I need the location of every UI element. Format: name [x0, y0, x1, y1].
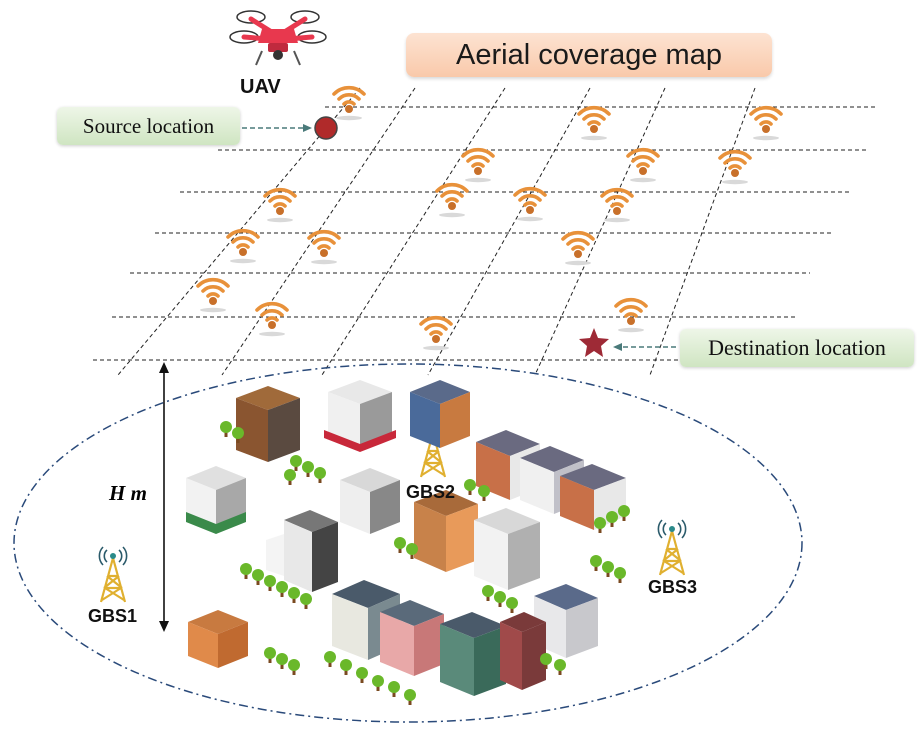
destination-location-label: Destination location	[680, 329, 914, 367]
wifi-icon	[614, 297, 648, 335]
source-arrow	[242, 124, 312, 132]
height-arrow	[159, 362, 169, 632]
destination-star-icon	[579, 328, 609, 357]
wifi-icon	[577, 105, 611, 142]
wifi-icon	[718, 149, 752, 186]
wifi-icon	[196, 277, 230, 315]
wifi-icon	[461, 147, 495, 184]
gbs3-tower-icon	[657, 518, 687, 577]
coverage-grid	[93, 87, 878, 376]
wifi-icons	[196, 85, 783, 353]
wifi-icon	[263, 187, 297, 224]
page-title: Aerial coverage map	[406, 33, 772, 77]
gbs1-label: GBS1	[88, 606, 138, 626]
gbs1-tower-icon	[98, 545, 128, 604]
wifi-icon	[226, 228, 260, 266]
wifi-icon	[307, 229, 341, 267]
uav-label: UAV	[240, 76, 281, 98]
wifi-icon	[626, 147, 660, 184]
coverage-boundary	[13, 363, 803, 723]
destination-arrow	[613, 343, 676, 351]
source-location-label: Source location	[57, 107, 240, 145]
wifi-icon	[332, 85, 366, 122]
city-buildings	[186, 380, 626, 696]
height-label: H m	[109, 481, 147, 505]
wifi-icon	[749, 105, 783, 142]
gbs2-label: GBS2	[406, 482, 456, 502]
gbs3-label: GBS3	[648, 577, 698, 597]
source-marker	[314, 116, 338, 140]
wifi-icon	[419, 315, 453, 353]
uav-drone-icon	[229, 10, 327, 66]
wifi-icon	[255, 301, 289, 339]
wifi-icon	[561, 230, 595, 268]
wifi-icon	[435, 182, 469, 219]
